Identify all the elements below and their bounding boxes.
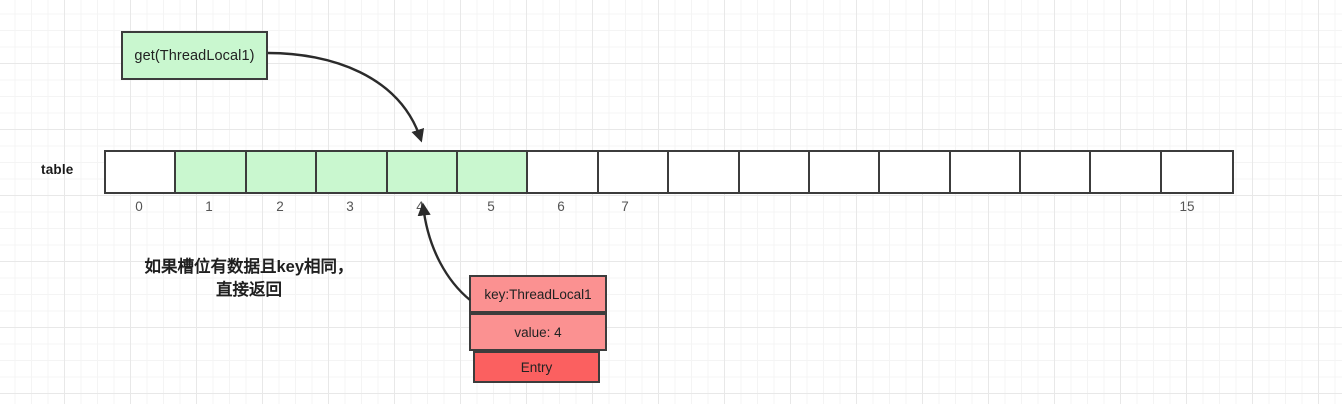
table-cell-12[interactable] [950, 152, 1022, 192]
entry-tag-label: Entry [520, 359, 553, 375]
table-array [104, 150, 1235, 194]
table-cell-6[interactable] [528, 152, 599, 192]
table-cell-10[interactable] [809, 152, 881, 192]
table-index-2: 2 [276, 199, 284, 214]
get-call-label: get(ThreadLocal1) [134, 47, 255, 64]
entry-value-label: value: 4 [514, 324, 562, 340]
entry-value-box[interactable]: value: 4 [469, 313, 607, 351]
entry-key-box[interactable]: key:ThreadLocal1 [469, 275, 607, 313]
note-text: 如果槽位有数据且key相同， 直接返回 [113, 256, 385, 303]
arrow-entry-to-slot4 [417, 202, 471, 301]
table-index-5: 5 [487, 199, 495, 214]
table-index-6: 6 [557, 199, 565, 214]
table-index-1: 1 [205, 199, 213, 214]
note-line-2: 直接返回 [216, 281, 282, 300]
table-cell-8[interactable] [669, 152, 740, 192]
entry-tag-box[interactable]: Entry [473, 351, 600, 383]
table-index-15: 15 [1179, 199, 1195, 214]
table-cell-14[interactable] [1091, 152, 1162, 192]
note-line-1: 如果槽位有数据且key相同， [144, 258, 354, 276]
entry-key-label: key:ThreadLocal1 [484, 286, 592, 302]
table-cell-4[interactable] [387, 152, 458, 192]
table-cell-3[interactable] [317, 152, 388, 192]
table-index-0: 0 [135, 199, 143, 214]
table-index-3: 3 [346, 199, 354, 214]
table-cell-2[interactable] [246, 152, 318, 192]
table-cell-5[interactable] [457, 152, 529, 192]
table-label: table [41, 162, 74, 177]
table-cell-7[interactable] [598, 152, 670, 192]
table-cell-0[interactable] [106, 152, 177, 192]
table-index-7: 7 [621, 199, 629, 214]
table-cell-13[interactable] [1021, 152, 1092, 192]
table-cell-11[interactable] [880, 152, 951, 192]
table-cell-15[interactable] [1161, 152, 1233, 192]
get-call-box[interactable]: get(ThreadLocal1) [121, 31, 268, 80]
table-cell-9[interactable] [739, 152, 810, 192]
arrow-call-to-slot4 [267, 51, 425, 143]
table-cell-1[interactable] [176, 152, 247, 192]
table-index-4: 4 [416, 199, 424, 214]
